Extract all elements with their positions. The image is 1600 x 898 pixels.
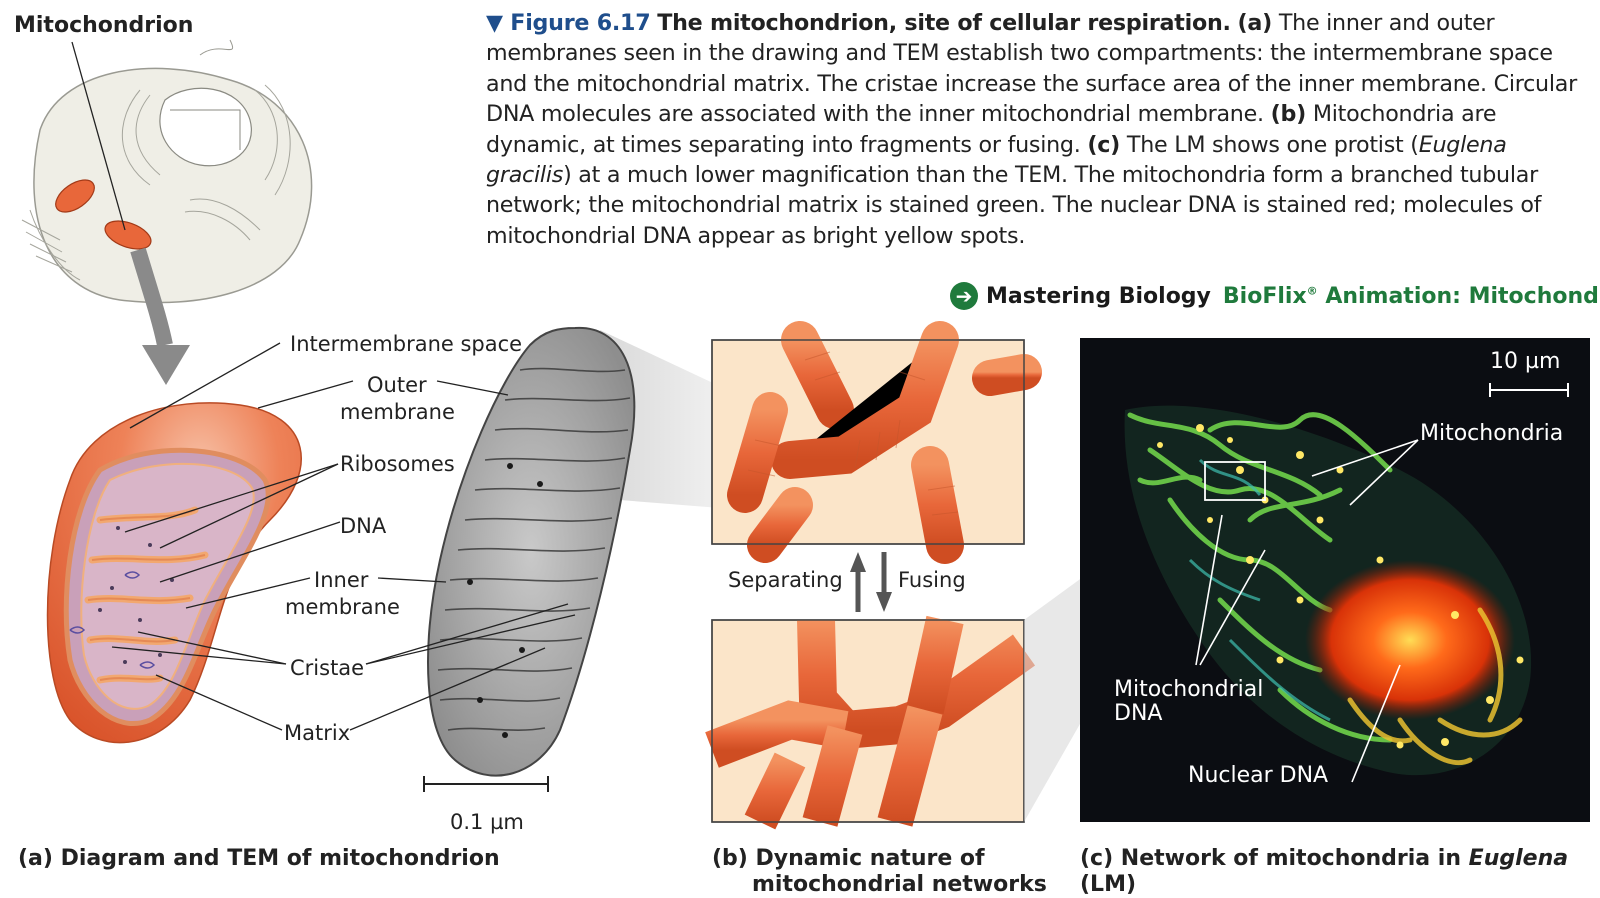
panel-c-species: Euglena	[1468, 846, 1569, 871]
label-cristae: Cristae	[290, 656, 365, 680]
panel-a-caption: (a) Diagram and TEM of mitochondrion	[18, 846, 500, 871]
figure-title: The mitochondrion, site of cellular resp…	[657, 10, 1231, 36]
arrow-right-circle-icon: ➔	[950, 282, 978, 310]
panel-c-caption-1: (c) Network of mitochondria in	[1080, 846, 1469, 871]
label-intermembrane-space: Intermembrane space	[290, 332, 523, 356]
lm-image	[1080, 338, 1590, 822]
mastering-label: Mastering Biology	[986, 283, 1211, 309]
figure-number: ▼ Figure 6.17	[486, 10, 651, 36]
label-matrix: Matrix	[284, 721, 351, 745]
label-inner-membrane-2: membrane	[285, 595, 400, 619]
label-separating: Separating	[728, 568, 843, 592]
leader-lines	[111, 342, 576, 731]
label-nuclear-dna: Nuclear DNA	[1188, 763, 1329, 788]
bioflix-label: BioFlix	[1222, 283, 1307, 309]
tem-scale-label: 0.1 µm	[450, 810, 524, 834]
caption-species: Euglena gracilis	[486, 131, 1507, 189]
label-dna: DNA	[340, 514, 387, 538]
network-fused-box	[705, 615, 1036, 830]
caption-c-text-2: ) at a much lower magnification than the…	[486, 162, 1542, 249]
panel-c-caption-2: (LM)	[1080, 872, 1137, 897]
label-ribosomes: Ribosomes	[340, 452, 455, 476]
label-inner-membrane-1: Inner	[314, 568, 369, 592]
animation-label: Animation: Mitochondria	[1325, 283, 1600, 309]
separating-fusing-arrows	[850, 552, 892, 612]
label-mito-dna-2: DNA	[1114, 701, 1163, 726]
mitochondrion-diagram	[46, 402, 302, 744]
zoom-arrow	[130, 247, 190, 385]
caption-b-marker: (b)	[1270, 101, 1307, 128]
caption-c-text-1: The LM shows one protist (	[1126, 131, 1419, 158]
mastering-biology-link[interactable]: ➔ Mastering Biology BioFlix® Animation: …	[950, 282, 1600, 310]
registered-mark: ®	[1306, 284, 1318, 298]
mitochondrion-title: Mitochondrion	[14, 13, 194, 38]
label-fusing: Fusing	[898, 568, 966, 592]
figure-caption: ▼ Figure 6.17 The mitochondrion, site of…	[486, 8, 1591, 251]
caption-a-marker: (a)	[1237, 10, 1273, 36]
caption-b-text: Mitochondria are dynamic, at times separ…	[486, 101, 1497, 158]
lm-scale-label: 10 µm	[1490, 349, 1561, 374]
label-outer-membrane-1: Outer	[367, 373, 427, 397]
caption-c-marker: (c)	[1087, 131, 1121, 158]
panel-b-caption-2: mitochondrial networks	[752, 872, 1047, 897]
cell-drawing	[21, 39, 313, 304]
panel-c-caption: (c) Network of mitochondria in Euglena (…	[1080, 846, 1600, 898]
caption-a-text: The inner and outer membranes seen in th…	[486, 10, 1578, 128]
tem-image	[423, 326, 745, 792]
network-separated-box	[711, 321, 1042, 564]
label-mitochondria: Mitochondria	[1420, 421, 1564, 446]
panel-b-caption-1: (b) Dynamic nature of	[712, 846, 985, 871]
label-mito-dna-1: Mitochondrial	[1114, 677, 1264, 702]
label-outer-membrane-2: membrane	[340, 400, 455, 424]
